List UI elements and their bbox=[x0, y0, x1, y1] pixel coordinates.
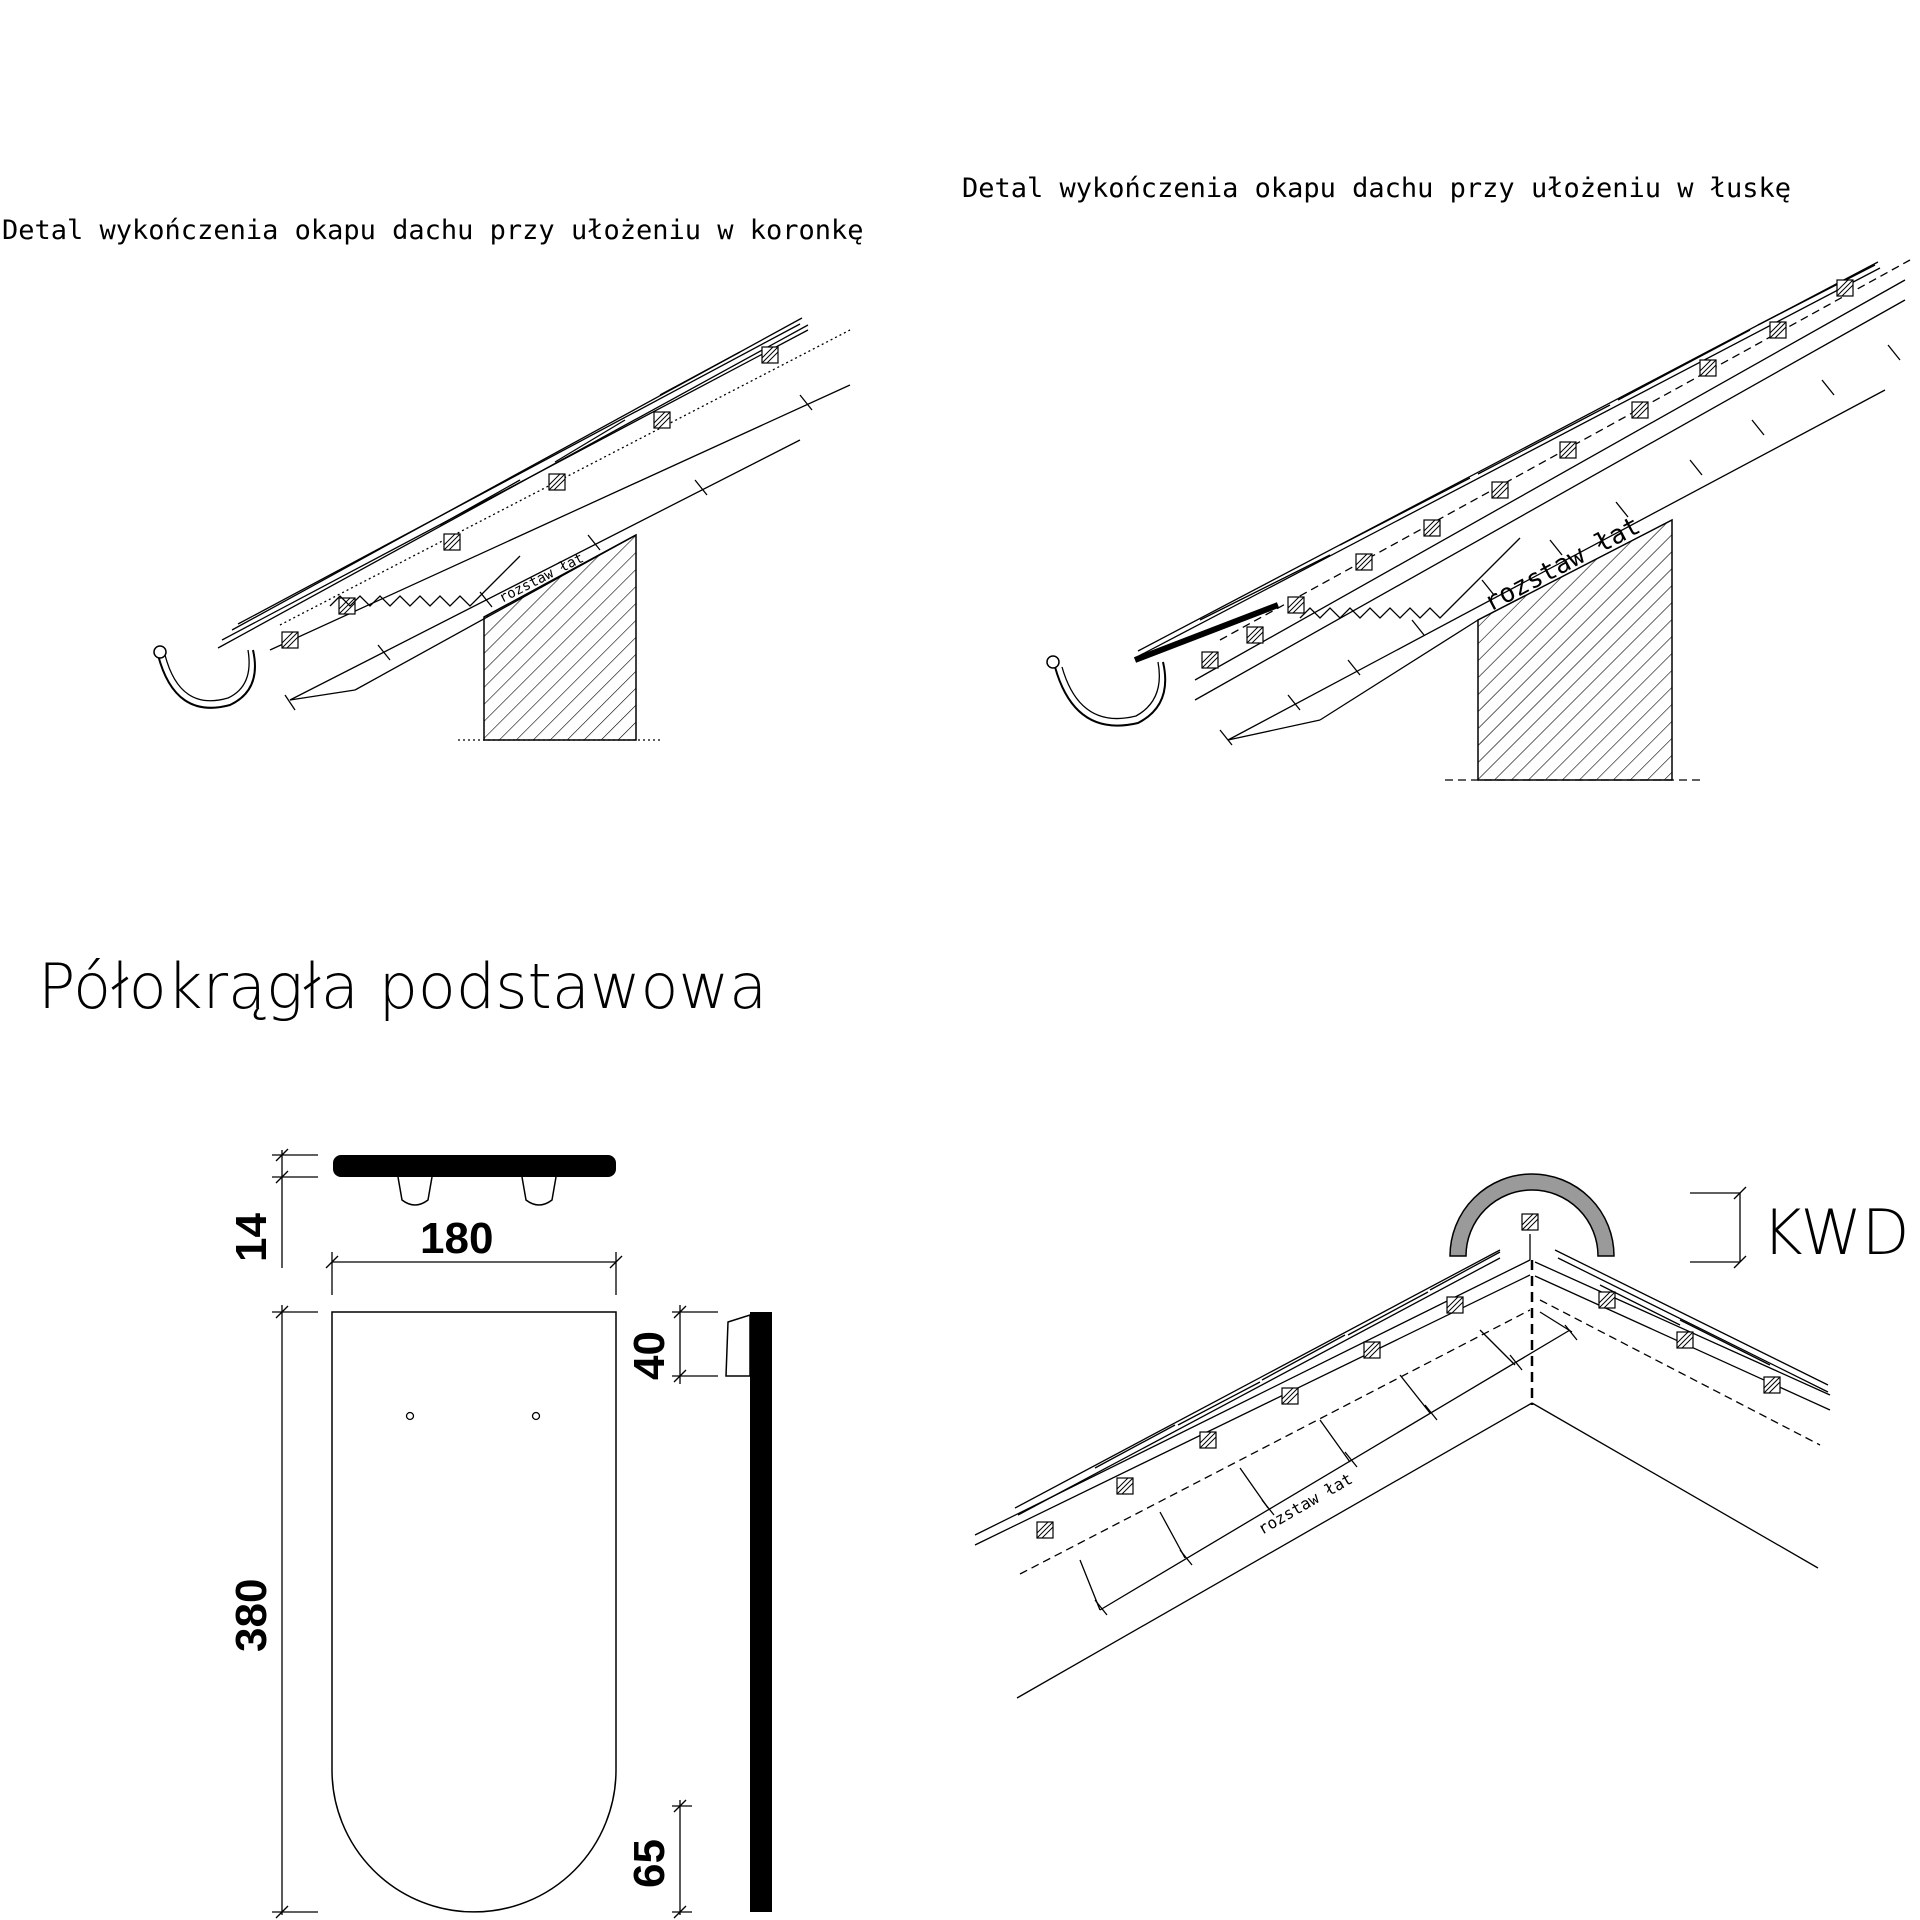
ridge-detail-drawing: rozstaw łat bbox=[974, 1173, 1910, 1699]
half-round-gutter-icon bbox=[153, 645, 256, 709]
title-detail-scale: Detal wykończenia okapu dachu przy ułoże… bbox=[962, 173, 1791, 204]
dimension-length: 380 bbox=[227, 1579, 276, 1652]
title-tile-name: Półokrągła podstawowa bbox=[38, 950, 767, 1023]
dimension-thickness: 14 bbox=[227, 1213, 276, 1262]
title-detail-crown: Detal wykończenia okapu dachu przy ułoże… bbox=[2, 215, 864, 246]
detail-scale-drawing: rozstaw łat bbox=[1046, 259, 1911, 781]
label-batten-spacing-ridge: rozstaw łat bbox=[1255, 1469, 1356, 1538]
label-ridge-code: KWD bbox=[1762, 1196, 1910, 1269]
half-round-gutter-icon bbox=[1046, 655, 1167, 727]
dimension-nib: 40 bbox=[625, 1331, 674, 1380]
ridge-tile-icon bbox=[1449, 1173, 1615, 1257]
dimension-arc: 65 bbox=[625, 1839, 674, 1888]
tile-elevation-drawing: 14 180 380 bbox=[227, 1148, 772, 1919]
dimension-width: 180 bbox=[420, 1214, 493, 1263]
detail-crown-drawing: rozstaw łat bbox=[153, 317, 851, 741]
